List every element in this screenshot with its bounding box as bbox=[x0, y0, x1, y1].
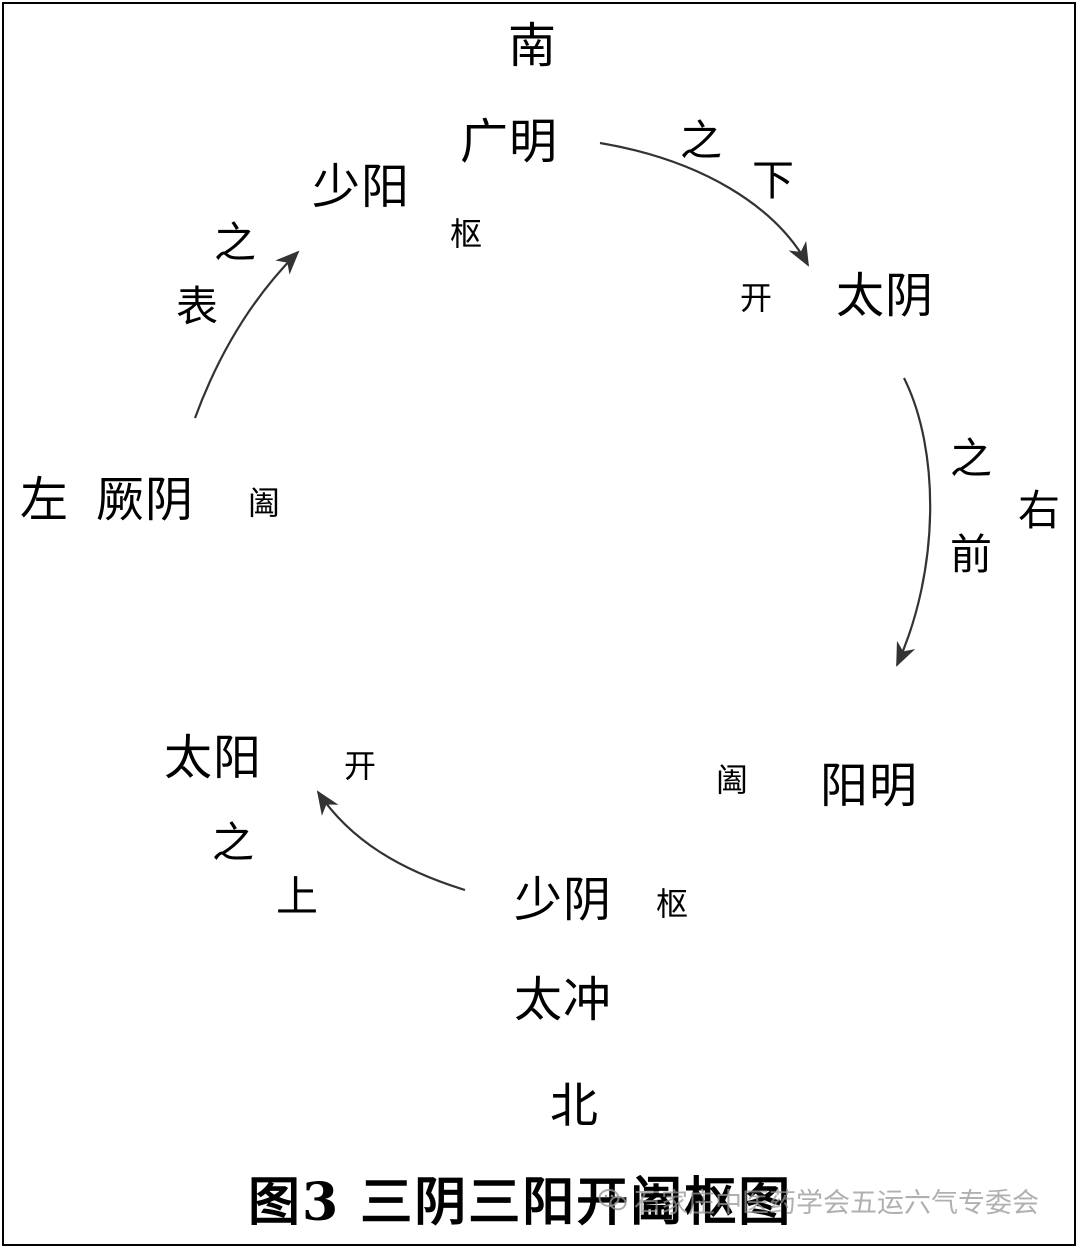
node-taiyin: 太阴 bbox=[836, 268, 935, 324]
role-taiyang: 开 bbox=[344, 747, 378, 785]
relation-zhishang-1: 之 bbox=[212, 818, 256, 867]
role-taiyin: 开 bbox=[740, 279, 774, 317]
arrow-guangming-to-taiyin bbox=[599, 141, 809, 267]
node-taichong: 太冲 bbox=[514, 972, 613, 1028]
wechat-icon bbox=[598, 1189, 627, 1211]
relation-zhibiao-2: 表 bbox=[176, 282, 220, 331]
arrow-jueyin-to-shaoyang bbox=[193, 250, 300, 419]
arrow-shaoyin-to-taiyang bbox=[316, 790, 466, 892]
node-yangming: 阳明 bbox=[820, 758, 919, 814]
relation-zhiqian-1: 之 bbox=[950, 434, 994, 483]
direction-south: 南 bbox=[508, 18, 558, 74]
figure-caption: 图3 三阴三阳开阖枢图 bbox=[248, 1170, 792, 1236]
node-taiyang: 太阳 bbox=[164, 730, 263, 786]
role-shaoyang: 枢 bbox=[450, 215, 484, 253]
direction-north: 北 bbox=[550, 1078, 600, 1134]
role-shaoyin: 枢 bbox=[656, 885, 690, 923]
relation-zhixia-1: 之 bbox=[680, 116, 724, 165]
node-guangming: 广明 bbox=[460, 114, 559, 170]
watermark: 石家庄中医药学会五运六气专委会 bbox=[598, 1180, 1039, 1220]
relation-zhiqian-2: 前 bbox=[950, 530, 994, 579]
relation-zhixia-2: 下 bbox=[752, 156, 796, 205]
node-jueyin: 厥阴 bbox=[96, 472, 195, 528]
node-shaoyin: 少阴 bbox=[514, 872, 613, 928]
role-yangming: 阖 bbox=[716, 761, 750, 799]
arrow-taiyin-to-yangming bbox=[895, 377, 932, 667]
direction-left: 左 bbox=[20, 472, 70, 528]
caption-text: 图3 三阴三阳开阖枢图 bbox=[248, 1172, 793, 1233]
relation-zhibiao-1: 之 bbox=[214, 218, 258, 267]
role-jueyin: 阖 bbox=[248, 484, 282, 522]
direction-right: 右 bbox=[1018, 486, 1062, 535]
watermark-text: 石家庄中医药学会五运六气专委会 bbox=[634, 1187, 1039, 1219]
node-shaoyang: 少阳 bbox=[312, 159, 411, 215]
relation-zhishang-2: 上 bbox=[276, 872, 320, 921]
